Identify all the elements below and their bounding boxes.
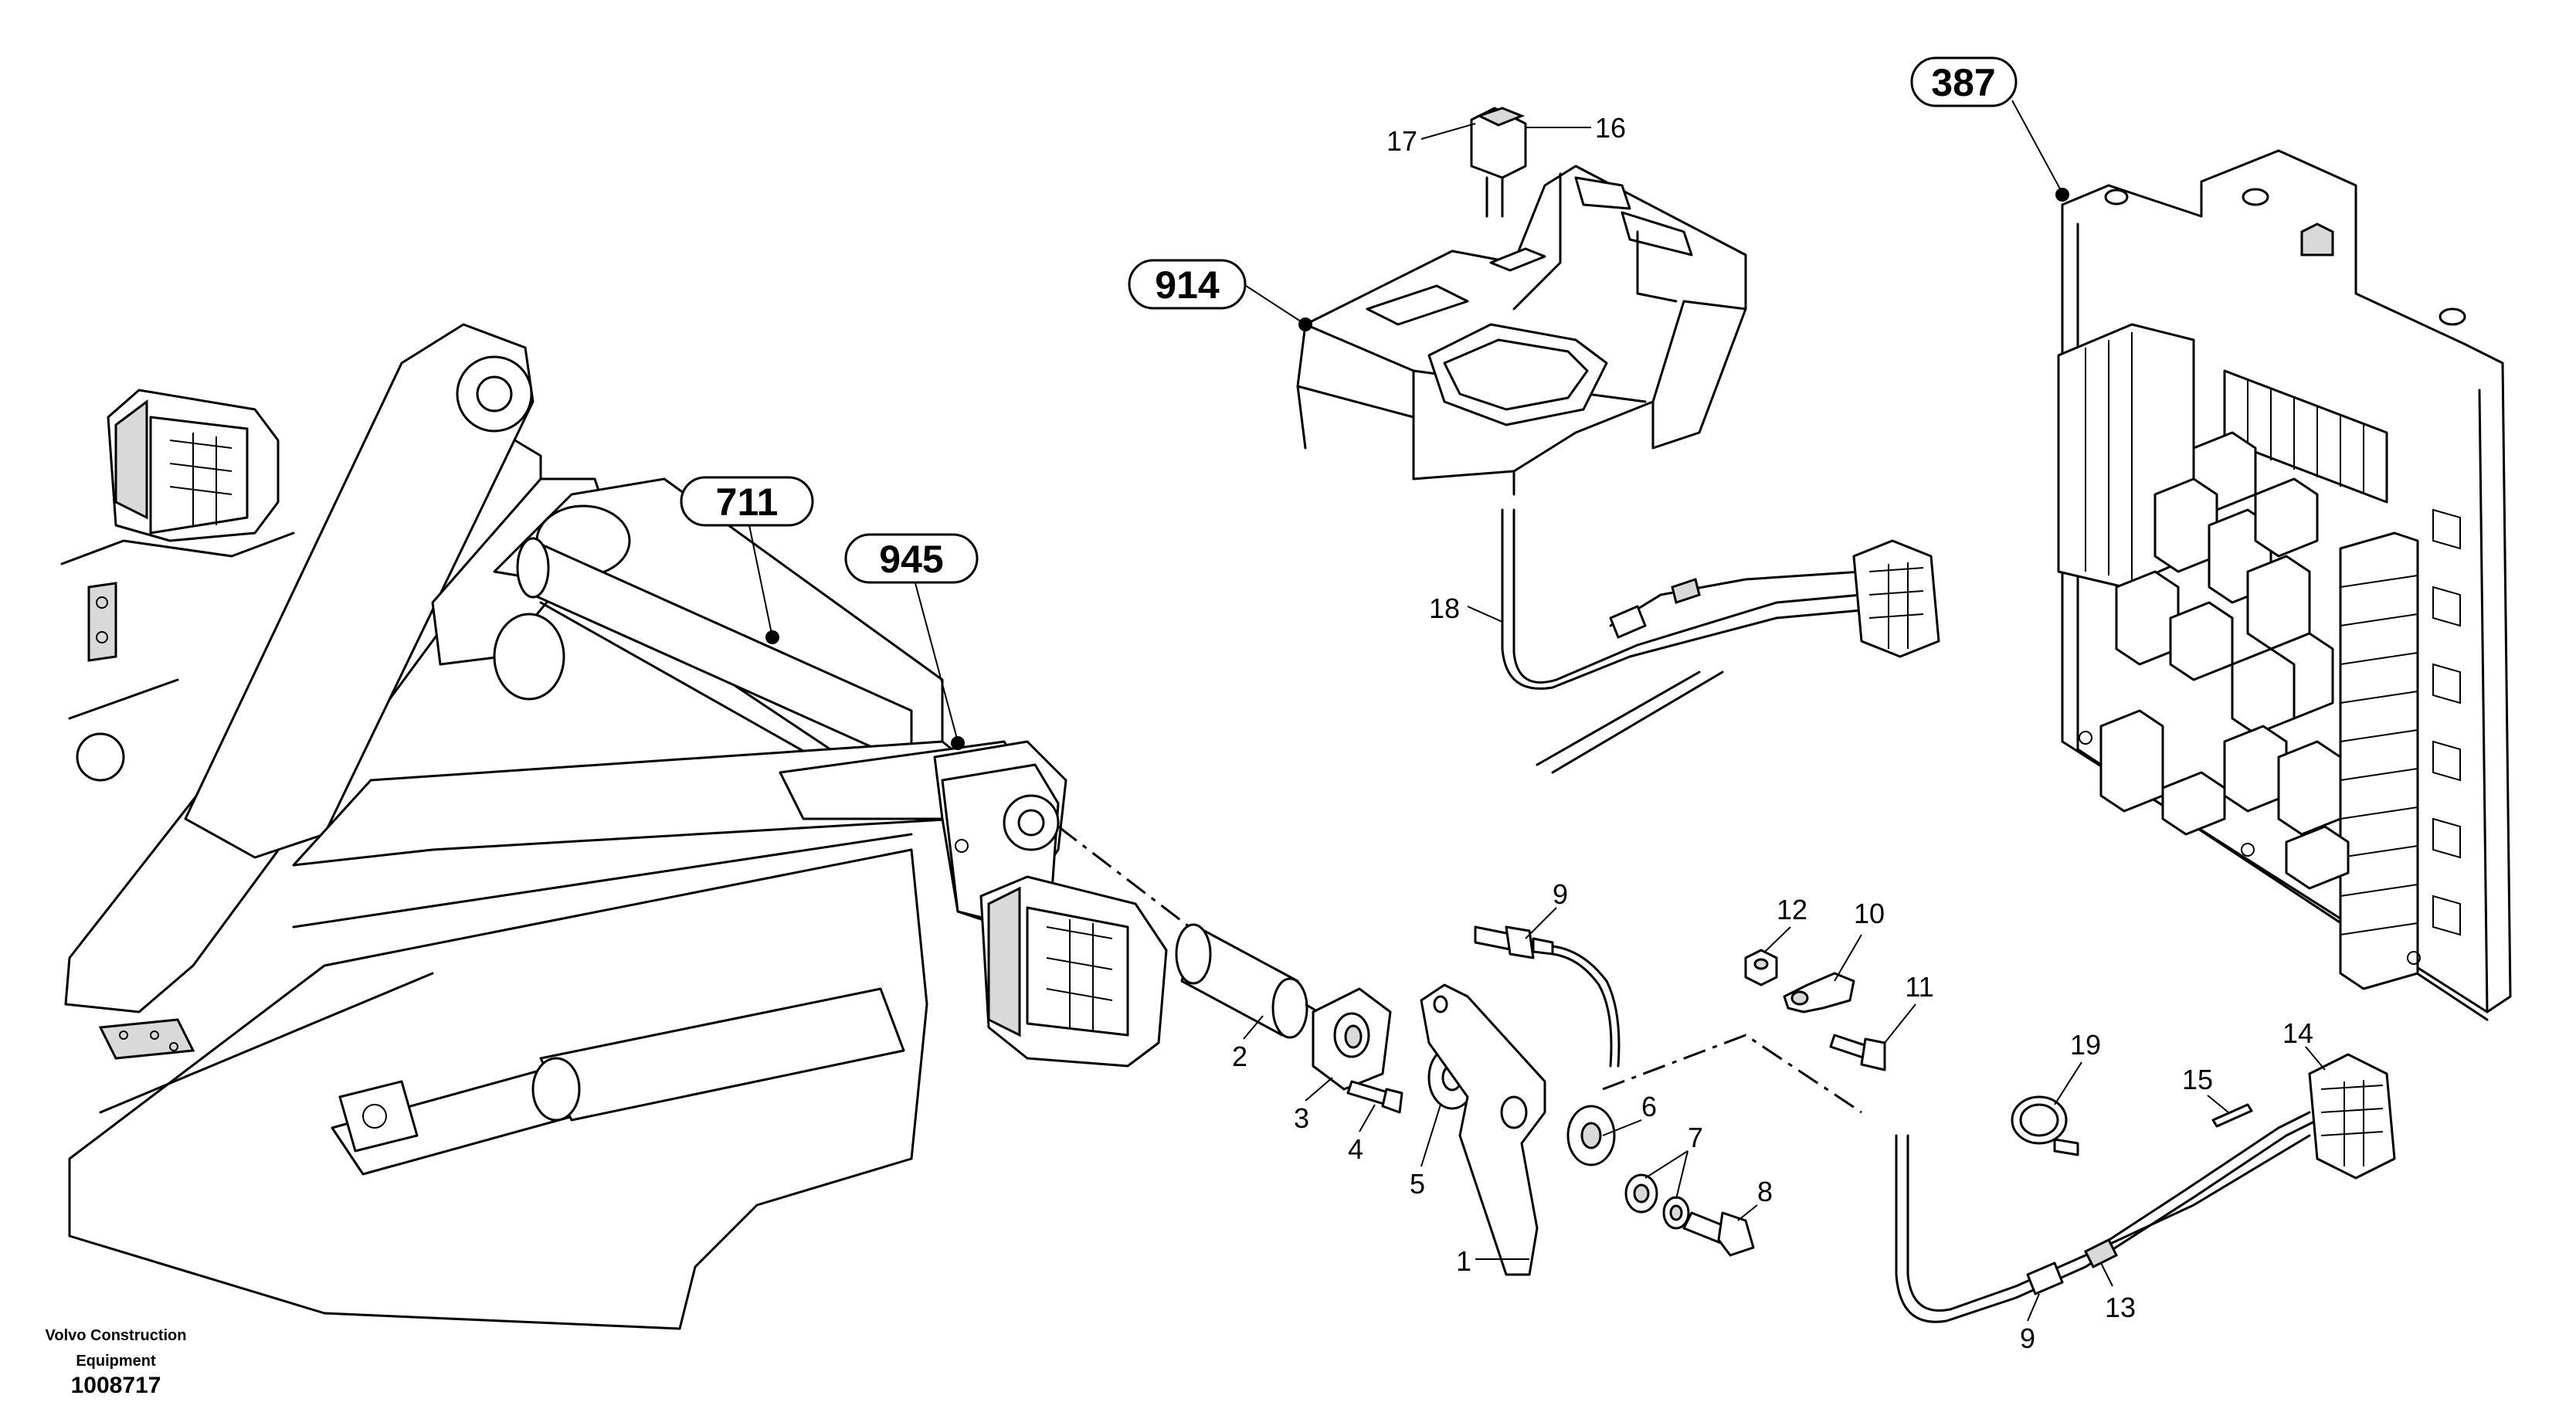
panel-wiring-harness: [1501, 508, 1940, 774]
reference-badge-711-label: 711: [716, 480, 779, 524]
reference-badge-711[interactable]: 711: [680, 476, 814, 527]
electrical-distribution-box-387: [2057, 149, 2512, 1021]
reference-badge-914-label: 914: [1155, 263, 1220, 307]
reference-badge-387-label: 387: [1931, 61, 1995, 104]
reference-badge-945-label: 945: [879, 538, 943, 581]
footer-brand: Volvo Construction Equipment 1008717: [46, 1327, 187, 1398]
reference-badge-914[interactable]: 914: [1128, 259, 1247, 310]
callout-9-sensor: 9: [1553, 878, 1568, 910]
callout-12: 12: [1777, 894, 1807, 925]
callout-14: 14: [2282, 1017, 2313, 1049]
callout-1: 1: [1456, 1245, 1471, 1277]
sensor-mounting-parts: [1175, 923, 2396, 1323]
boom-work-light: [979, 875, 1168, 1068]
callout-7: 7: [1688, 1122, 1703, 1153]
callout-8: 8: [1757, 1176, 1773, 1207]
reference-badge-387[interactable]: 387: [1910, 56, 2018, 107]
callout-2: 2: [1232, 1041, 1247, 1072]
cab-work-light: [107, 389, 280, 542]
loader-frame-illustration: [60, 323, 1190, 1330]
footer-brand-line1: Volvo Construction: [46, 1327, 187, 1344]
callout-6: 6: [1641, 1091, 1657, 1122]
callout-16: 16: [1595, 112, 1626, 144]
leader-lines: [748, 100, 2326, 1322]
callout-13: 13: [2105, 1292, 2136, 1323]
drawing-number: 1008717: [71, 1373, 161, 1398]
callout-4: 4: [1348, 1133, 1363, 1165]
callout-15: 15: [2182, 1064, 2213, 1095]
reference-badge-945[interactable]: 945: [844, 533, 979, 584]
callout-3: 3: [1294, 1102, 1309, 1134]
callout-10: 10: [1854, 898, 1885, 929]
callout-11: 11: [1905, 971, 1933, 1003]
callout-19: 19: [2070, 1029, 2101, 1061]
callout-17: 17: [1386, 125, 1417, 157]
footer-brand-line2: Equipment: [76, 1353, 156, 1370]
callout-18: 18: [1429, 592, 1460, 624]
control-panel-914-illustration: [1296, 165, 1747, 496]
callout-9-harness: 9: [2020, 1322, 2035, 1354]
callout-numbers: 1 2 3 4 5 6 7 8 9 9 10 11 12 13 14 15 16…: [1232, 112, 2313, 1354]
panel-switch-illustration: [1470, 107, 1527, 218]
callout-5: 5: [1410, 1168, 1425, 1200]
